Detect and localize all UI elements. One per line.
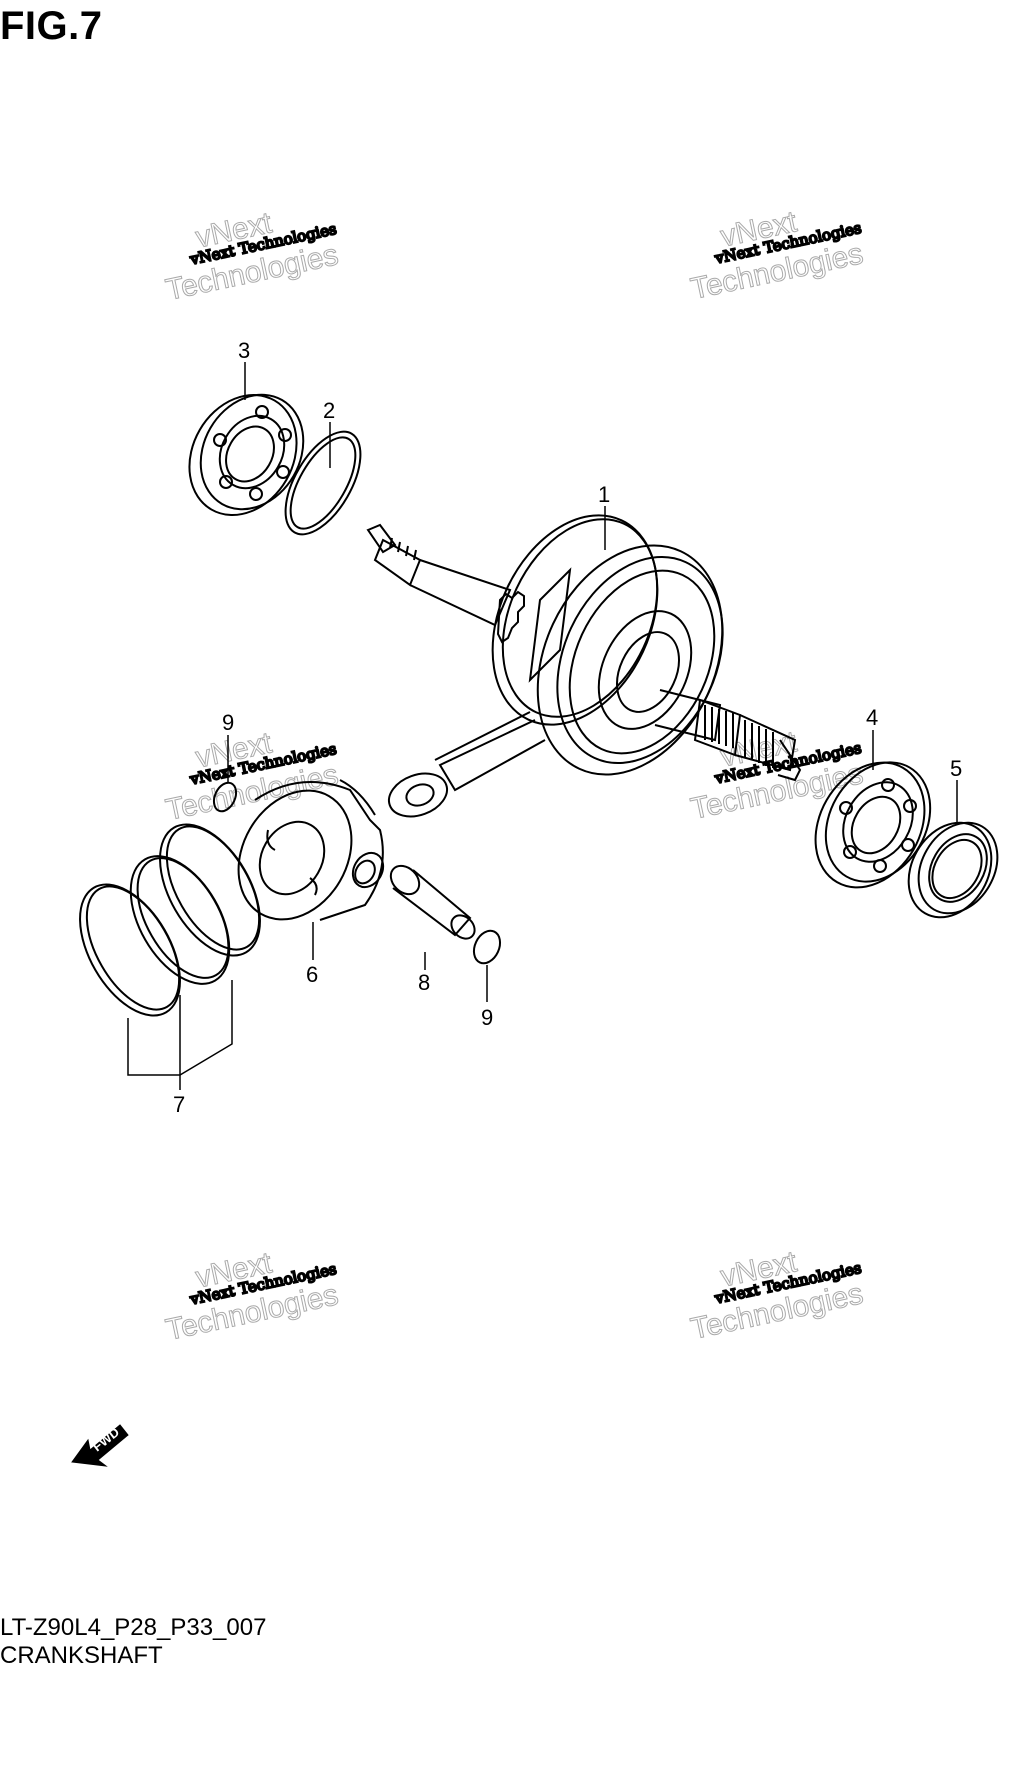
watermark-mid-left: vNext vNext Technologies Technologies [163,726,342,828]
watermark-bottom-right: vNext vNext Technologies Technologies [687,1245,866,1347]
callout-1: 1 [598,482,610,507]
diagram-name: CRANKSHAFT [0,1642,163,1669]
circlip-lower [472,929,502,965]
bearing-left [188,393,305,517]
piston-pin [389,864,476,940]
callout-5: 5 [950,756,962,781]
figure-title: FIG.7 [0,4,103,48]
watermark-top-right: vNext vNext Technologies Technologies [687,205,866,307]
callout-4: 4 [866,705,878,730]
callout-2: 2 [323,398,335,423]
leader-lines [127,362,958,1090]
piston [237,779,385,921]
callout-8: 8 [418,970,430,995]
callout-9-upper: 9 [222,710,234,735]
crankshaft [366,514,802,818]
circlip-upper [212,781,238,813]
watermark-bottom-left: vNext vNext Technologies Technologies [163,1246,342,1348]
bearing-right [814,761,932,889]
callout-6: 6 [306,962,318,987]
diagram-code: LT-Z90L4_P28_P33_007 [0,1614,267,1641]
oil-seal [907,821,999,919]
callout-7: 7 [173,1092,185,1117]
callout-3: 3 [238,338,250,363]
o-ring [284,430,362,536]
piston-rings [79,823,261,1017]
callout-9-lower: 9 [481,1005,493,1030]
fwd-arrow-icon: FWD [71,1424,129,1467]
watermark-top-left: vNext vNext Technologies Technologies [163,206,342,308]
